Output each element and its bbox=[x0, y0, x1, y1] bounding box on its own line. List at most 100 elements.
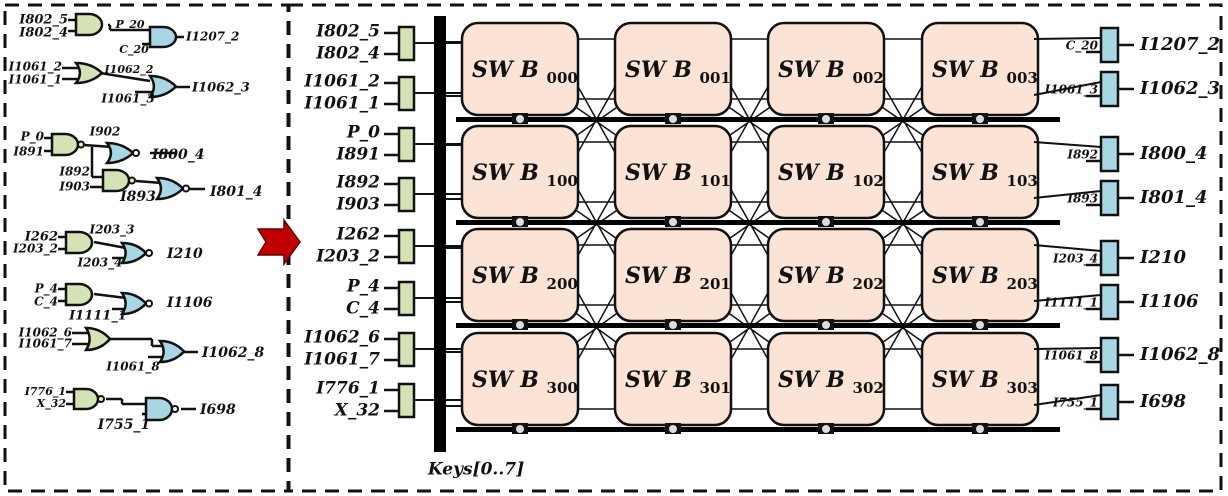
switchbox-prefix: SW B bbox=[472, 160, 547, 186]
gate-signal-label: I210 bbox=[166, 246, 203, 262]
key-port-circle-icon bbox=[821, 320, 831, 330]
gate-signal-label: I802_5 bbox=[18, 13, 68, 28]
gate-signal-label: X_32 bbox=[36, 397, 67, 411]
key-port-circle-icon bbox=[975, 424, 985, 434]
gate-signal-label: I801_4 bbox=[209, 184, 263, 200]
horizontal-bus-bar bbox=[456, 220, 1060, 225]
gate-wire bbox=[135, 179, 163, 185]
inverter-bubble-icon bbox=[128, 176, 136, 185]
output-gate-block bbox=[1099, 383, 1120, 421]
output-gate-block bbox=[1099, 239, 1120, 277]
output-wire bbox=[1033, 141, 1102, 148]
gate-signal-label: I1062_8 bbox=[201, 345, 265, 361]
horizontal-bus-bar bbox=[456, 117, 1060, 122]
key-gate-block bbox=[397, 75, 416, 112]
output-wire bbox=[1033, 81, 1102, 96]
gate-signal-label: I891 bbox=[12, 145, 44, 159]
and-gate-icon bbox=[64, 282, 94, 307]
gate-signal-label: I698 bbox=[199, 402, 236, 418]
switchbox-prefix: SW B bbox=[778, 263, 853, 289]
inverter-bubble-icon bbox=[97, 395, 105, 403]
gate-signal-label: I203_2 bbox=[12, 242, 58, 257]
or-gate-icon bbox=[147, 74, 178, 99]
switchbox-label: SW B 000 bbox=[472, 57, 578, 87]
switchbox-prefix: SW B bbox=[778, 367, 853, 393]
key-port-circle-icon bbox=[668, 320, 678, 330]
output-gate-input-label: C_20 bbox=[1066, 39, 1099, 54]
key-bus-bar bbox=[434, 16, 446, 452]
output-gate-input-label: I1061_3 bbox=[1044, 83, 1098, 98]
key-input-label: P_4 bbox=[346, 277, 380, 297]
gate-signal-label: I893 bbox=[119, 189, 156, 205]
key-port-circle-icon bbox=[515, 424, 525, 434]
switchbox-prefix: SW B bbox=[932, 263, 1007, 289]
output-label: I1062_3 bbox=[1139, 78, 1220, 99]
switchbox-index: 200 bbox=[547, 275, 578, 293]
gate-signal-label: I203_4 bbox=[76, 256, 122, 271]
switchbox-index: 001 bbox=[700, 69, 731, 87]
nand-gate-icon bbox=[101, 168, 131, 193]
gate-signal-label: I1061_2 bbox=[8, 60, 62, 75]
key-input-label: I892 bbox=[336, 173, 381, 193]
and-gate-icon bbox=[148, 25, 178, 49]
output-wire bbox=[1033, 190, 1102, 199]
key-gate-block bbox=[397, 176, 416, 213]
output-gate-input-label: I893 bbox=[1066, 192, 1098, 206]
key-port-circle-icon bbox=[515, 217, 525, 227]
gate-signal-label: C_20 bbox=[119, 43, 149, 57]
switchbox-prefix: SW B bbox=[625, 57, 700, 83]
switchbox-label: SW B 103 bbox=[932, 160, 1038, 190]
output-wire bbox=[1033, 394, 1102, 406]
key-input-label: I1061_1 bbox=[303, 94, 380, 114]
switchbox-index: 103 bbox=[1007, 172, 1038, 190]
or-gate-icon bbox=[73, 61, 104, 85]
output-gate-block bbox=[1099, 283, 1120, 321]
inverter-bubble-icon bbox=[171, 405, 179, 413]
gate-signal-label: I1207_2 bbox=[185, 30, 239, 45]
nand-gate-icon bbox=[72, 387, 100, 411]
or-gate-icon bbox=[157, 339, 186, 364]
key-port-circle-icon bbox=[668, 424, 678, 434]
output-label: I1062_8 bbox=[1139, 344, 1221, 365]
switchbox-index: 201 bbox=[700, 275, 731, 293]
switchbox-index: 203 bbox=[1007, 275, 1038, 293]
switchbox-prefix: SW B bbox=[625, 160, 700, 186]
output-gate-input-label: I1061_8 bbox=[1044, 349, 1099, 364]
gate-wire bbox=[93, 240, 127, 250]
output-gate-block bbox=[1099, 135, 1120, 173]
gate-signal-label: I1062_2 bbox=[104, 63, 154, 77]
nor-gate-icon bbox=[119, 241, 148, 265]
key-gate-block bbox=[397, 126, 416, 163]
output-gate-block bbox=[1099, 70, 1120, 108]
key-gate-block bbox=[397, 382, 416, 419]
gate-signal-label: I1061_7 bbox=[18, 337, 73, 352]
switchbox-prefix: SW B bbox=[778, 160, 853, 186]
key-input-label: I1061_2 bbox=[303, 72, 380, 92]
switchbox-label: SW B 203 bbox=[932, 263, 1038, 293]
switchbox-label: SW B 303 bbox=[932, 367, 1038, 397]
switchbox-prefix: SW B bbox=[625, 263, 700, 289]
inverter-bubble-icon bbox=[77, 140, 85, 149]
gate-signal-label: P_0 bbox=[20, 130, 45, 145]
original-circuit-panel bbox=[3, 3, 290, 493]
switchbox-index: 301 bbox=[700, 379, 731, 397]
switchbox-prefix: SW B bbox=[932, 160, 1007, 186]
nand-gate-icon bbox=[50, 132, 80, 157]
key-input-label: I891 bbox=[336, 145, 380, 165]
output-wire bbox=[1033, 37, 1102, 40]
key-input-label: I776_1 bbox=[315, 379, 380, 399]
key-port-circle-icon bbox=[821, 424, 831, 434]
key-input-label: C_4 bbox=[346, 299, 380, 319]
gate-signal-label: I203_3 bbox=[88, 223, 134, 238]
key-input-label: I203_2 bbox=[315, 247, 380, 267]
gate-signal-label: I755_1 bbox=[97, 417, 151, 433]
key-port-circle-icon bbox=[668, 217, 678, 227]
horizontal-bus-bar bbox=[456, 427, 1060, 432]
switchbox-index: 100 bbox=[547, 172, 578, 190]
key-gate-block bbox=[397, 228, 416, 265]
gate-signal-label: I776_1 bbox=[24, 385, 66, 399]
output-gate-input-label: I1111_1 bbox=[1044, 296, 1098, 311]
switchbox-index: 300 bbox=[547, 379, 578, 397]
switchbox-prefix: SW B bbox=[625, 367, 700, 393]
